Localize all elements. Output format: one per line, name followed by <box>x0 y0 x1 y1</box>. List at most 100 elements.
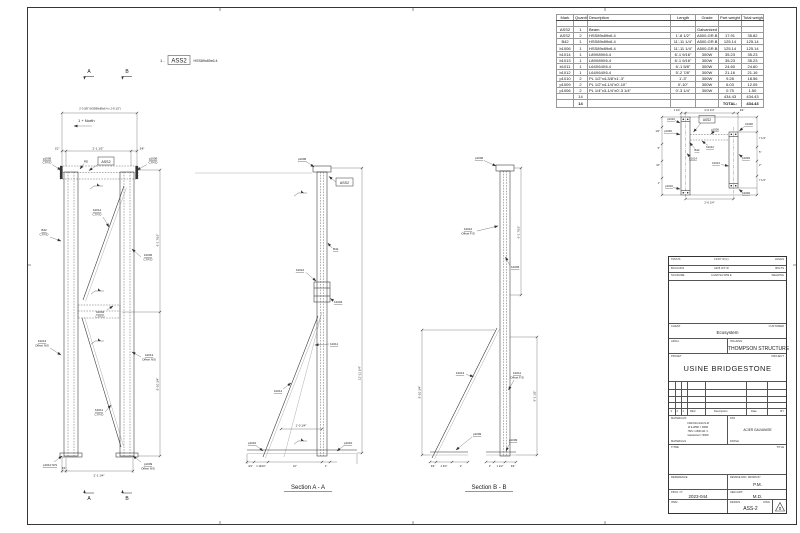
detail-dim-bottom: 2'-0 1/4" <box>704 201 714 205</box>
welding-row: SOUDURE CAN/CSA W59 E WELDING <box>669 272 786 280</box>
section-mark-b-bottom: B <box>125 496 129 502</box>
label-b1014-a: b1014 <box>274 389 283 393</box>
label-b1012-b-note: Offset F/S <box>461 232 474 236</box>
materials-line-1: CAN/CSA G40.21-M <box>687 422 709 425</box>
dim-br3: 3/4" <box>511 464 516 468</box>
dim-offset-left: 1/2" <box>55 147 60 151</box>
brace-b1014-a <box>262 315 319 458</box>
bom-header-quantity: Quantity <box>573 13 588 22</box>
sheet-border <box>27 7 797 525</box>
bolts-value: A325 3/4" Ø <box>714 266 729 270</box>
label-ass2-a: ASS2 <box>340 181 349 185</box>
dim-bl2: 2 3/4" <box>441 464 448 468</box>
label-b1012: b1012 <box>93 208 102 212</box>
engineer-label: ING./ENG. <box>730 340 743 343</box>
title-label-fr: TITRE <box>671 446 679 449</box>
detail-dim-l1: 1/2" <box>655 129 660 133</box>
dim-right-lower-b: 6'-1 1/2" <box>533 391 537 402</box>
drawing-label-fr: DESSIN <box>730 501 741 504</box>
section-mark-b-top: B <box>125 69 129 75</box>
bom-header-total-weight: Total weight <box>741 13 764 22</box>
dim-base-4-a: 1" <box>325 464 327 468</box>
section-mark-a-bottom: A <box>87 496 91 502</box>
bom-table: Mark Quantity Description Length Grade P… <box>556 13 764 108</box>
item-cell: ITEM <box>669 499 727 513</box>
detail-dim-l4: 1" <box>658 181 660 185</box>
weld-symbol <box>90 338 105 345</box>
label-p1006-left: p1006 <box>43 157 52 161</box>
label-p1010-left-a: p1010 <box>248 441 257 445</box>
label-b1011-a: b1011 <box>330 342 338 346</box>
detail-label-b1014: b1014 <box>689 157 697 161</box>
title-label-en: TITLE <box>776 446 784 449</box>
column-b <box>499 170 511 457</box>
label-b42-note: CTR'D <box>40 233 50 237</box>
splice-band <box>77 304 121 319</box>
detail-label-p1010-top: p1010 <box>667 117 675 121</box>
label-p1010-right-a: p1010 <box>344 441 353 445</box>
engineer-value: THOMPSON STRUCTURE <box>728 346 790 352</box>
weld-symbol <box>293 189 308 197</box>
detail-dim-r4: 7 1/4" <box>759 178 766 182</box>
label-b42: B42 <box>41 228 47 232</box>
detail-label-ass2: ASS2 <box>703 118 711 122</box>
bom-header-part-weight: Part weight <box>718 13 742 22</box>
brace-upper <box>82 185 125 301</box>
dim-bl1: 3/4" <box>431 464 436 468</box>
label-p1006-left-note: CTR'D <box>43 161 53 165</box>
label-p1010-ns: p1010 N/S <box>43 463 57 467</box>
project-number-cell: PROJ. N° 2023-044 <box>669 489 727 499</box>
detail-dim-t3: 3/4" <box>740 108 745 112</box>
weld-symbol <box>90 288 105 295</box>
title-cell: TITRE TITLE <box>669 444 786 474</box>
dim-bottom-small: 3/4" <box>62 466 67 470</box>
label-b1014: b1014 <box>38 339 47 343</box>
detail-dim-l3: 10" <box>656 163 660 167</box>
section-b-title: Section B - B <box>471 485 506 491</box>
finish-label-fr: FINI <box>730 417 736 420</box>
dim-right-lower: 5'-10 3/4" <box>156 378 160 391</box>
label-b1013: b1013 <box>145 353 154 357</box>
drawn-by-label: DESSINE PAR / DRAWN BY <box>730 476 761 479</box>
dim-right-a: 11'-11 1/4" <box>358 366 362 380</box>
client-label-en: CUSTOMER <box>768 325 784 328</box>
dim-br1: 2" <box>489 464 491 468</box>
label-p1006-right-note: CTR'D <box>149 161 159 165</box>
section-a-view: p1006 ASS2 B42 b1012 b1004 b1011 b1014 1… <box>195 157 364 492</box>
drawing-number-value: ASS-2 <box>743 506 758 512</box>
materials-line-3: HSS = A500 GR. C <box>687 430 709 433</box>
arch-label: ARCH. <box>671 340 680 343</box>
top-plate-b <box>495 164 515 172</box>
dim-center-spacing: 2'-1 1/2" <box>93 147 104 151</box>
label-b1004-a: b1004 <box>334 300 343 304</box>
assembly-description: HSS89x89x6.4 <box>194 59 218 63</box>
project-number-value: 2023-044 <box>688 494 708 499</box>
assembly-header: 1 - ASS2 HSS89x89x6.4 <box>160 55 218 65</box>
end-plate-right <box>135 166 138 179</box>
finish-value: ACIER GALVANISE <box>743 428 772 432</box>
label-b1012-b: b1012 <box>464 227 473 231</box>
bolts-label-en: BOLTS <box>775 266 784 270</box>
bom-header-row: Mark Quantity Description Length Grade P… <box>556 13 764 22</box>
label-b1011-b-note: Offset F/S <box>510 376 523 380</box>
label-b1011: b1011 <box>95 408 103 412</box>
end-plate-left <box>60 166 63 179</box>
label-p1006-a: p1006 <box>298 157 307 161</box>
label-p1009-left-b: p1009 <box>473 432 482 436</box>
detail-ass2-box <box>698 115 716 124</box>
revision-triangle-icon: 0 <box>775 501 785 512</box>
client-row: CLIENT CUSTOMER Ecosystem <box>669 323 786 338</box>
section-mark-a-top: A <box>87 69 91 75</box>
label-p1006-right: p1006 <box>149 157 158 161</box>
project-label-en: PROJECT <box>771 355 784 358</box>
project-row: PROJET PROJECT USINE BRIDGESTONE <box>669 353 786 381</box>
label-b1012-note: CTR'D <box>93 213 103 217</box>
dim-offset-right: 5/8" <box>140 147 145 151</box>
project-number-label: PROJ. N° <box>671 491 683 494</box>
splice-plates-a <box>313 281 331 303</box>
materials-label-fr: MATERIAUX <box>671 417 687 420</box>
arch-cell: ARCH. <box>669 338 727 353</box>
